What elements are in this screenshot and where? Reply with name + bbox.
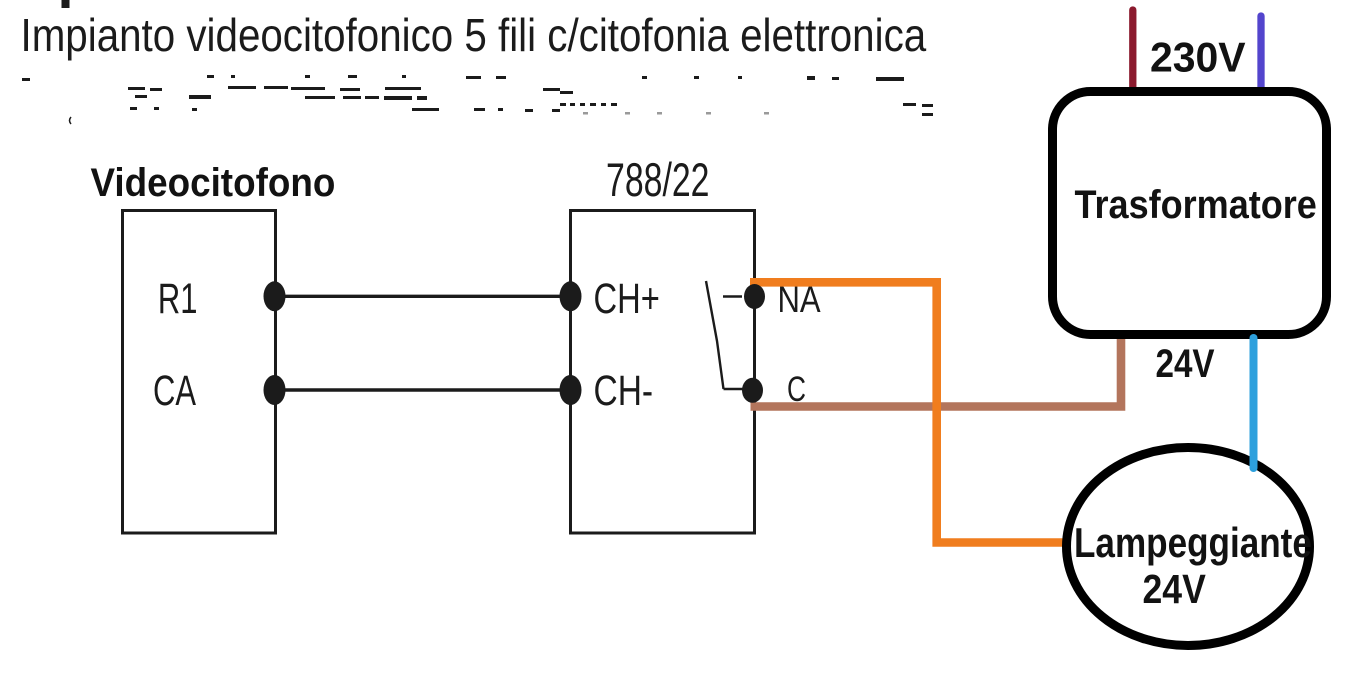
svg-text:230V: 230V	[1150, 33, 1246, 81]
svg-text:24V: 24V	[1143, 567, 1207, 613]
svg-text:24V: 24V	[1156, 341, 1216, 386]
svg-text:Impianto videocitofonico 5 fil: Impianto videocitofonico 5 fili c/citofo…	[21, 11, 928, 62]
svg-text:C: C	[787, 369, 806, 409]
svg-text:CH+: CH+	[594, 275, 660, 323]
svg-text:CH-: CH-	[594, 367, 654, 415]
svg-text:788/22: 788/22	[606, 154, 709, 207]
svg-text:CA: CA	[153, 366, 196, 414]
svg-text:Videocitofono: Videocitofono	[91, 161, 336, 206]
svg-text:R1: R1	[158, 274, 198, 322]
svg-text:Trasformatore: Trasformatore	[1075, 183, 1317, 227]
svg-text:Lampeggiante: Lampeggiante	[1074, 520, 1312, 567]
